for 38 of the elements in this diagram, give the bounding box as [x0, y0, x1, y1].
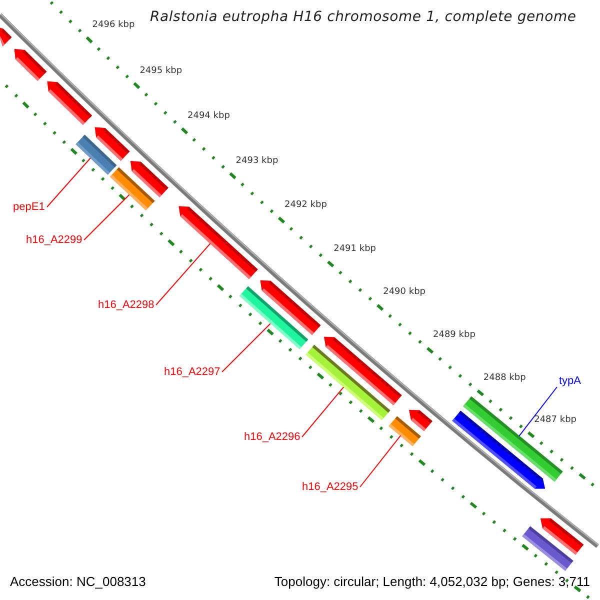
gene-block — [47, 81, 92, 125]
scale-label: 2492 kbp — [284, 200, 327, 210]
leader-line — [46, 158, 91, 208]
map-title: Ralstonia eutropha H16 chromosome 1, complete genome — [150, 9, 576, 25]
gene-bar — [239, 286, 308, 350]
gene-block — [178, 206, 258, 280]
gene-block — [409, 410, 432, 432]
gene-block — [0, 28, 12, 46]
gene-label: h16_A2297 — [164, 366, 220, 378]
leader-line — [156, 243, 211, 306]
gene-label: h16_A2296 — [244, 431, 300, 443]
gene-label: h16_A2295 — [302, 481, 358, 493]
gene-bar — [388, 416, 421, 446]
scale-label: 2495 kbp — [140, 66, 182, 76]
gene-label: h16_A2299 — [26, 234, 82, 246]
scale-label: 2487 kbp — [534, 414, 576, 425]
scale-label: 2496 kbp — [92, 20, 135, 30]
genome-summary-text: Topology: circular; Length: 4,052,032 bp; Genes: 3,711 — [274, 574, 590, 589]
gene-bar — [110, 167, 155, 210]
gene-bar — [76, 134, 117, 175]
scale-label: 2493 kbp — [236, 156, 278, 166]
gene-block — [14, 48, 47, 81]
scale-label: 2494 kbp — [188, 110, 230, 121]
leader-line — [302, 386, 344, 438]
scale-label: 2490 kbp — [383, 287, 426, 298]
leader-line — [360, 435, 402, 488]
leader-line — [222, 323, 271, 372]
leader-line — [84, 194, 130, 240]
gene-bar — [306, 344, 390, 420]
scale-label: 2488 kbp — [483, 372, 526, 383]
gene-bar — [522, 526, 574, 571]
scale-label: 2491 kbp — [334, 244, 376, 254]
gene-label: typA — [559, 375, 582, 387]
accession-text: Accession: NC_008313 — [10, 574, 146, 589]
gene-label: h16_A2298 — [98, 299, 154, 311]
scale-label: 2489 kbp — [433, 330, 476, 340]
gene-label: pepE1 — [13, 201, 45, 213]
leader-line — [518, 386, 558, 437]
